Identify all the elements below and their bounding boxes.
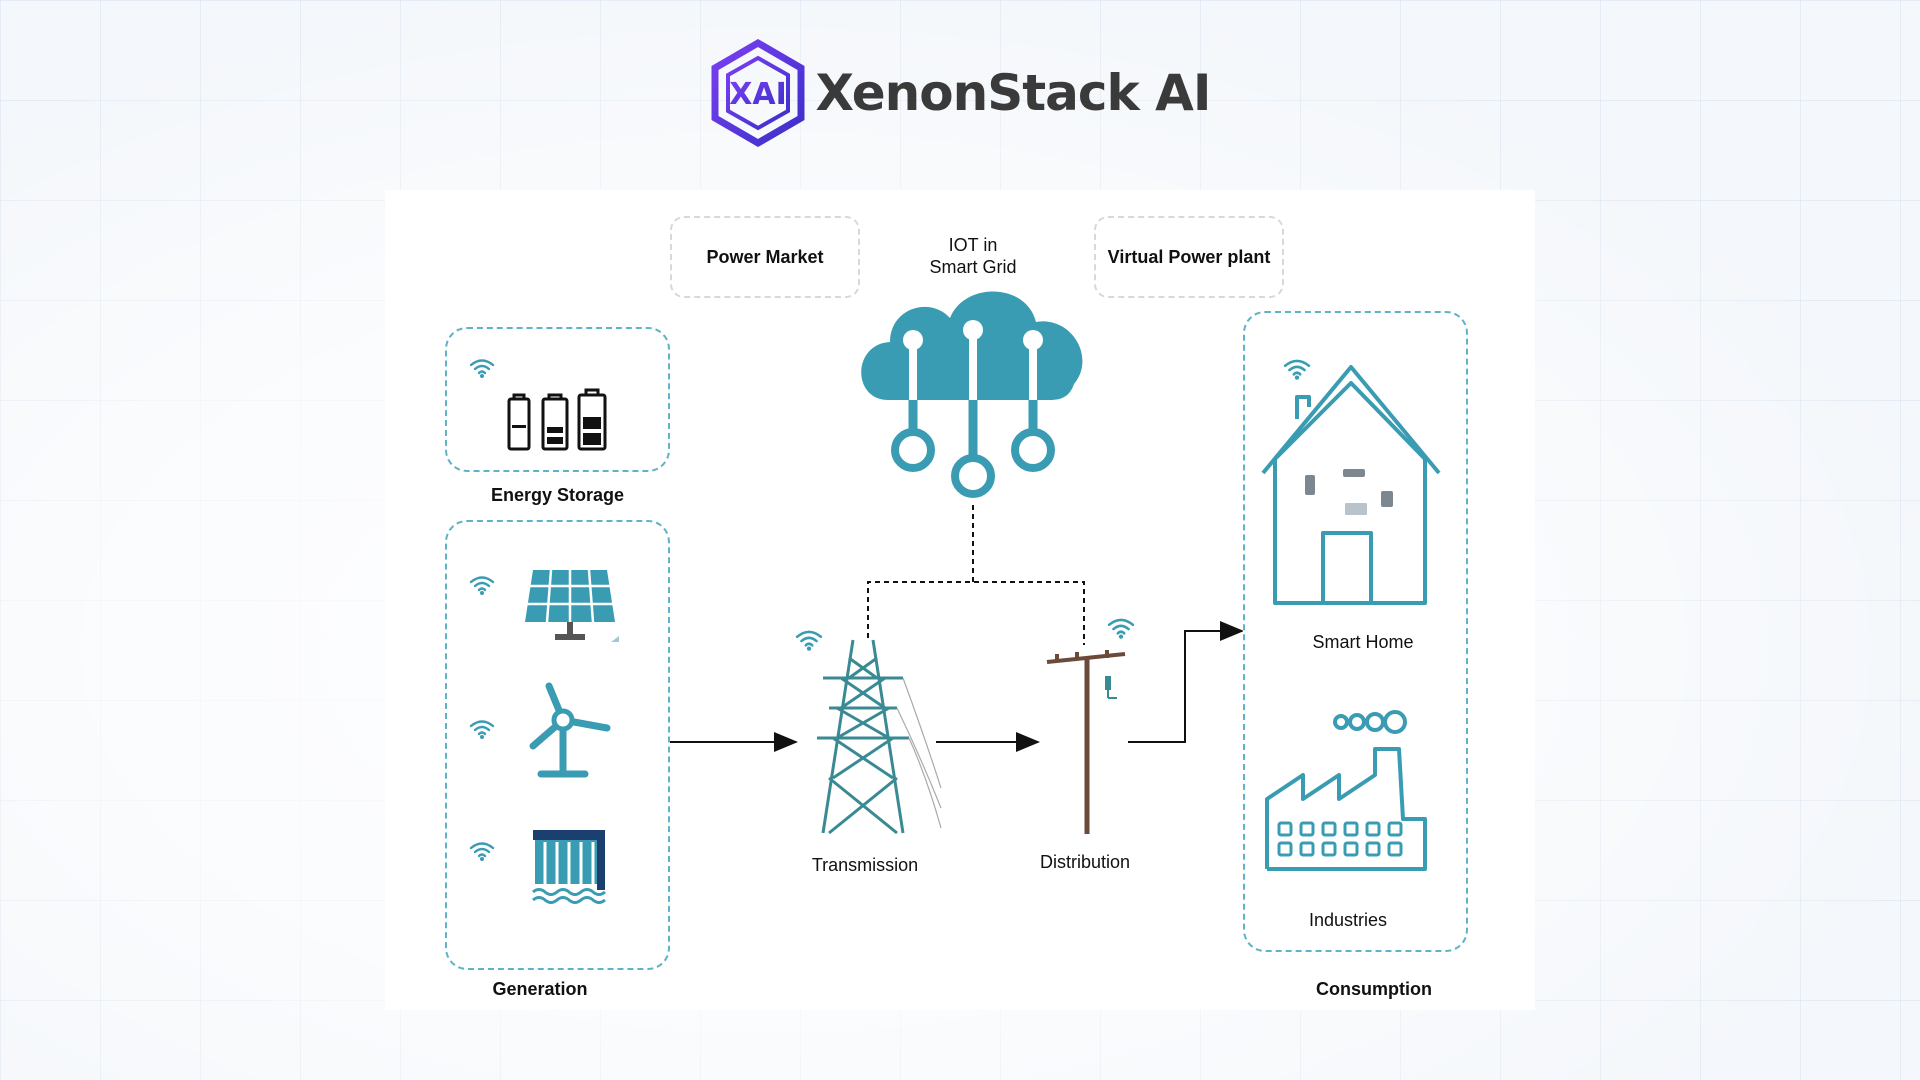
- cloud-circuit-icon: [861, 291, 1083, 498]
- header: XAI XenonStack AI: [0, 38, 1920, 148]
- wifi-icon: [469, 359, 495, 378]
- grid-dashed-link: [867, 581, 1085, 645]
- iot-title-line1: IOT in: [948, 235, 998, 255]
- battery-icon: [507, 388, 607, 451]
- transmission-label: Transmission: [811, 855, 919, 875]
- connector-lines: [670, 505, 1244, 752]
- energy-storage-box: [445, 327, 670, 472]
- energy-storage-label: Energy Storage: [490, 485, 625, 505]
- smart-home-label: Smart Home: [1312, 632, 1414, 652]
- solar-panel-icon: [525, 569, 619, 642]
- power-market-box: Power Market: [670, 216, 860, 298]
- industries-label: Industries: [1308, 910, 1388, 930]
- iot-title-line2: Smart Grid: [929, 257, 1017, 277]
- wind-turbine-icon: [529, 682, 611, 778]
- generation-box: [445, 520, 670, 970]
- brand-name: XenonStack AI: [815, 64, 1212, 122]
- transmission-tower-icon: [817, 639, 942, 835]
- wifi-icon: [469, 720, 495, 739]
- wifi-icon: [469, 576, 495, 595]
- virtual-power-plant-label: Virtual Power plant: [1107, 246, 1271, 267]
- generation-label: Generation: [492, 979, 588, 999]
- utility-pole-icon: [1046, 650, 1126, 834]
- iot-title: IOT in Smart Grid: [913, 234, 1033, 278]
- house-icon: [1261, 365, 1441, 605]
- consumption-label: Consumption: [1316, 979, 1432, 999]
- hydro-dam-icon: [532, 830, 606, 904]
- distribution-to-consumption-arrow: [1128, 621, 1244, 743]
- factory-icon: [1265, 710, 1427, 871]
- virtual-power-plant-box: Virtual Power plant: [1094, 216, 1284, 298]
- wifi-icon: [469, 842, 495, 861]
- distribution-label: Distribution: [1039, 852, 1131, 872]
- wifi-icon: [1107, 618, 1135, 639]
- consumption-box: Smart Home Industries: [1243, 311, 1468, 952]
- logo-mark-text: XAI: [729, 77, 787, 112]
- wifi-icon: [1283, 359, 1311, 380]
- xenonstack-logo-icon: XAI: [711, 38, 805, 148]
- wifi-icon: [795, 630, 823, 651]
- power-market-label: Power Market: [706, 246, 824, 267]
- diagram-card: Power Market Virtual Power plant IOT in …: [385, 190, 1535, 1010]
